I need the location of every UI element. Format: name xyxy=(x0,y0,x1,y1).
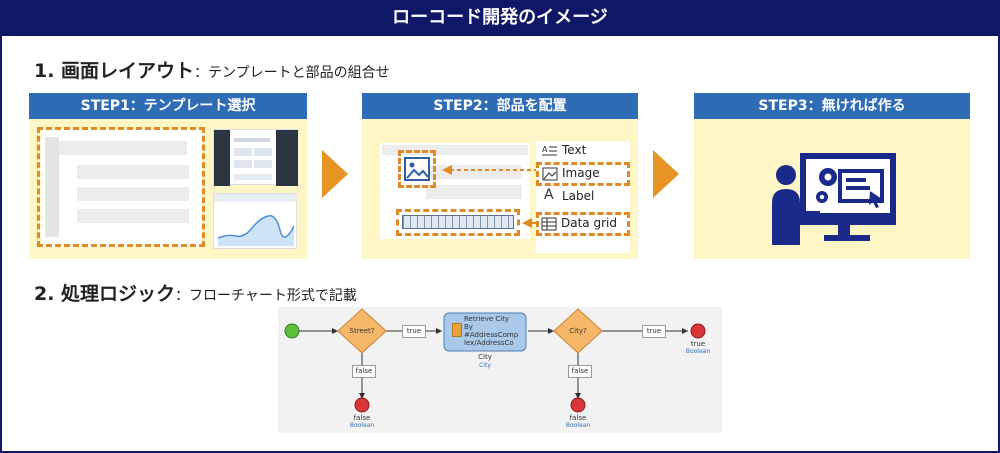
process-output-name: City xyxy=(478,353,492,361)
template-thumbnail-chart[interactable] xyxy=(213,193,298,249)
image-icon xyxy=(404,157,430,181)
section1-subtitle: ：テンプレートと部品の組合せ xyxy=(194,65,390,81)
false-label-1: false xyxy=(352,365,376,378)
section2-title: 2. 処理ロジック：フローチャート形式で記載 xyxy=(34,279,357,306)
label-icon: A xyxy=(544,187,554,203)
process-line-1: Retrieve City xyxy=(464,315,510,323)
process-line-2: By xyxy=(464,323,473,331)
end-right-type: Boolean xyxy=(685,348,711,355)
step1-header: STEP1：テンプレート選択 xyxy=(29,93,307,119)
placed-datagrid-highlight xyxy=(396,209,520,236)
step2-header: STEP2：部品を配置 xyxy=(362,93,638,119)
flowchart-canvas: Street? City? true true false false Retr… xyxy=(278,307,722,433)
part-datagrid-highlight xyxy=(536,212,630,236)
image-part-icon xyxy=(542,167,558,181)
svg-text:A: A xyxy=(542,145,548,154)
end-down1-type: Boolean xyxy=(349,422,375,429)
banner-title: ローコード開発のイメージ xyxy=(0,0,1000,36)
section2-subtitle: ：フローチャート形式で記載 xyxy=(175,288,357,304)
retrieve-icon xyxy=(452,323,462,337)
template-selection-highlight xyxy=(37,127,205,247)
section1-heading: 1. 画面レイアウト xyxy=(34,60,195,82)
template-main-preview xyxy=(41,129,203,247)
developer-at-screen-icon xyxy=(772,153,896,245)
process-line-4: lex/AddressCo xyxy=(464,339,514,347)
step3-header: STEP3：無ければ作る xyxy=(694,93,970,119)
datagrid-preview xyxy=(402,215,514,229)
part-image[interactable]: Image xyxy=(562,166,600,180)
part-image-highlight xyxy=(536,162,630,186)
true-label-1: true xyxy=(402,325,426,338)
part-text[interactable]: Text xyxy=(562,143,587,157)
arrow-step2-to-step3 xyxy=(653,150,679,198)
decision-street[interactable]: Street? xyxy=(349,327,375,335)
flowchart-connectors xyxy=(284,308,706,413)
arrow-step1-to-step2 xyxy=(322,150,348,198)
part-datagrid[interactable]: Data grid xyxy=(561,216,617,230)
end-right-name: true xyxy=(690,340,706,348)
step1-panel xyxy=(29,119,307,259)
part-label[interactable]: Label xyxy=(562,189,595,203)
process-retrieve-city[interactable]: Retrieve City By #AddressComp lex/Addres… xyxy=(464,315,524,347)
end-down1-name: false xyxy=(353,414,371,422)
true-label-2: true xyxy=(642,325,666,338)
section1-title: 1. 画面レイアウト：テンプレートと部品の組合せ xyxy=(34,56,390,83)
process-line-3: #AddressComp xyxy=(464,331,519,339)
placed-image-highlight xyxy=(398,150,436,188)
step3-panel xyxy=(694,119,970,259)
process-output-type: City xyxy=(479,362,491,369)
template-thumbnail-dashboard[interactable] xyxy=(213,129,298,186)
text-icon: A xyxy=(542,145,557,156)
section2-heading: 2. 処理ロジック xyxy=(34,283,176,305)
end-down2-type: Boolean xyxy=(565,422,591,429)
datagrid-icon xyxy=(541,217,557,231)
arrow-image-to-canvas xyxy=(442,165,538,175)
end-down2-name: false xyxy=(569,414,587,422)
decision-city[interactable]: City? xyxy=(569,327,587,335)
step2-panel: A Text Image A Label Data grid xyxy=(362,119,638,259)
false-label-2: false xyxy=(568,365,592,378)
